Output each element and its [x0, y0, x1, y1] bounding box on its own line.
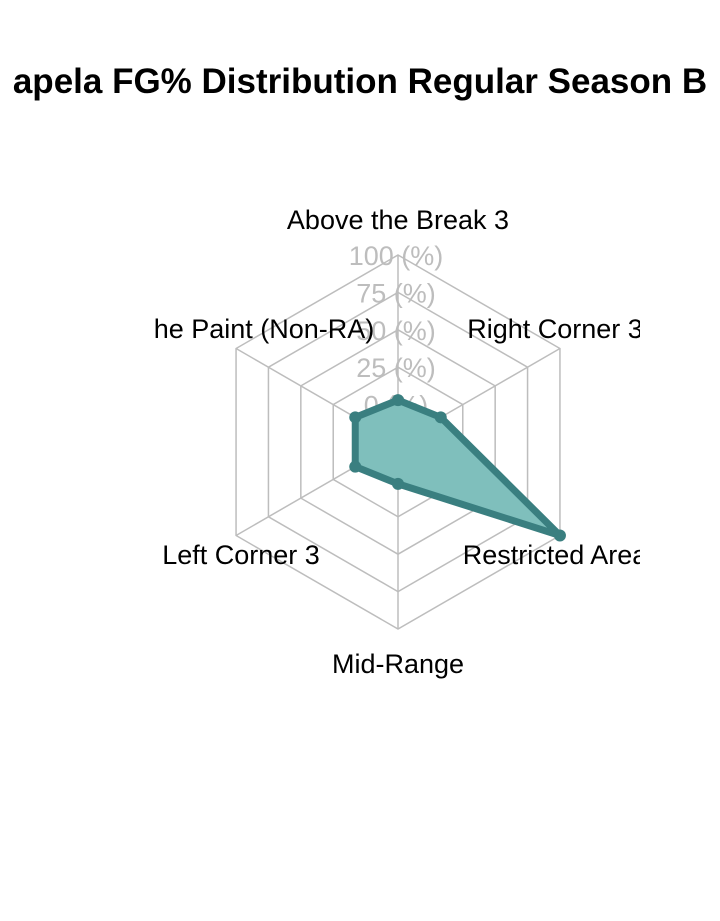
data-point-5: [349, 411, 362, 424]
axis-label-3: Mid-Range: [332, 649, 464, 679]
plot-area: 0 (%)25 (%)50 (%)75 (%)100 (%) Above the…: [108, 205, 649, 679]
series-layer: [349, 394, 566, 542]
data-point-2: [553, 529, 566, 542]
axis-label-4: Left Corner 3: [162, 540, 320, 570]
ring-label-1: 25 (%): [356, 353, 436, 383]
axis-labels: Above the Break 3 Right Corner 3 Restricte…: [108, 205, 649, 679]
axis-label-5: In The Paint (Non-RA): [108, 314, 375, 344]
ring-label-2: 50 (%): [356, 316, 436, 346]
chart-title: apela FG% Distribution Regular Season B: [13, 62, 707, 101]
data-point-4: [349, 460, 362, 473]
axis-label-1: Right Corner 3: [467, 314, 643, 344]
axis-label-2: Restricted Area: [463, 540, 649, 570]
axis-label-0: Above the Break 3: [287, 205, 509, 235]
data-point-0: [392, 394, 404, 407]
ring-label-4: 100 (%): [349, 241, 444, 271]
data-point-3: [392, 477, 404, 490]
series-area-0: [351, 396, 564, 539]
ring-label-3: 75 (%): [356, 278, 436, 308]
data-point-1: [434, 411, 447, 424]
